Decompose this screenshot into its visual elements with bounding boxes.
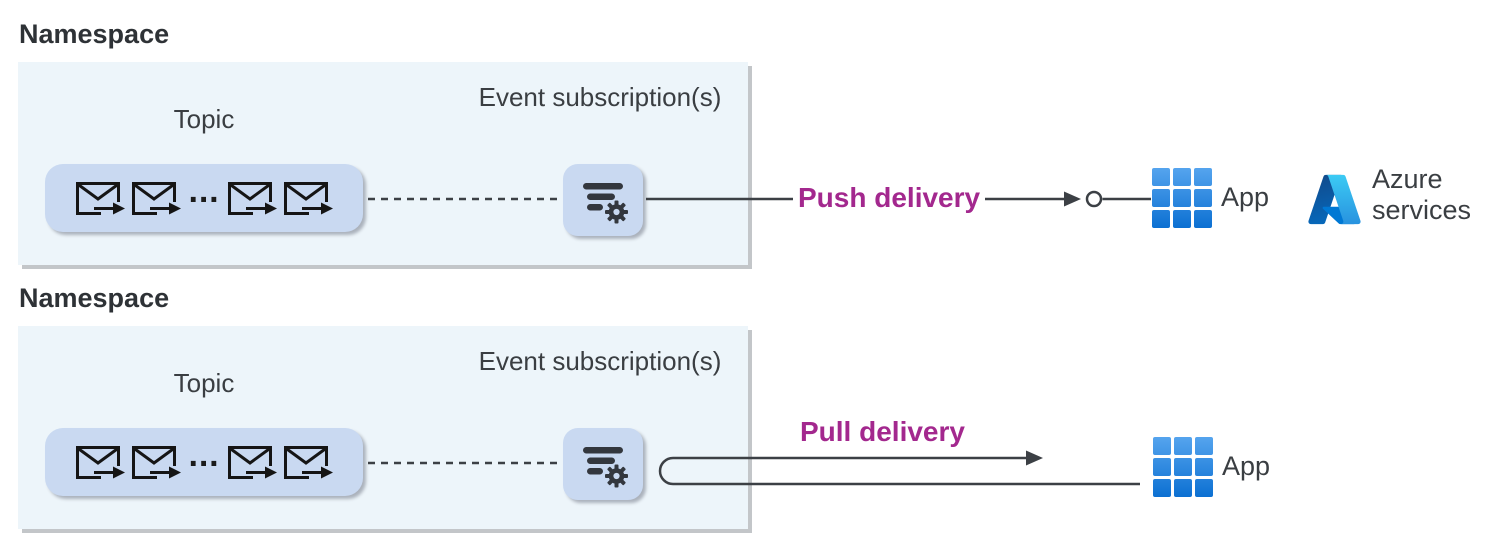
- filter-settings-icon: [563, 428, 643, 500]
- push-delivery-label: Push delivery: [798, 182, 981, 213]
- filter-settings-glyph: [583, 183, 628, 224]
- pull-arrowhead-icon: [1026, 450, 1043, 466]
- circle-endpoint-icon: [1085, 190, 1103, 208]
- namespace-box: Topic ··· Event subscription(s): [18, 326, 748, 529]
- envelope-arrow-icon: [282, 180, 334, 216]
- topic-pill: ···: [45, 164, 363, 232]
- topic-ellipsis: ···: [188, 181, 221, 219]
- azure-services-label: Azure services: [1372, 164, 1472, 225]
- push-arrowhead-icon: [1064, 191, 1081, 207]
- filter-settings-icon: [563, 164, 643, 236]
- azure-logo-icon: [1306, 171, 1363, 233]
- app-grid-icon: [1152, 168, 1212, 233]
- app-label: App: [1222, 451, 1271, 481]
- envelope-arrow-icon: [74, 444, 126, 480]
- event-subscription-label: Event subscription(s): [478, 346, 722, 376]
- event-subscription-label: Event subscription(s): [478, 82, 722, 112]
- pull-delivery-label: Pull delivery: [800, 416, 965, 447]
- topic-pill: ···: [45, 428, 363, 496]
- app-grid-icon: [1153, 437, 1213, 502]
- envelope-arrow-icon: [282, 444, 334, 480]
- envelope-arrow-icon: [130, 444, 182, 480]
- envelope-arrow-icon: [130, 180, 182, 216]
- namespace-box: Topic ··· Event subscription(s): [18, 62, 748, 265]
- envelope-arrow-icon: [226, 180, 278, 216]
- app-label: App: [1221, 182, 1270, 212]
- namespace-heading: Namespace: [19, 283, 170, 313]
- topic-label: Topic: [173, 368, 235, 398]
- topic-ellipsis: ···: [188, 445, 221, 483]
- namespace-heading: Namespace: [19, 19, 170, 49]
- filter-settings-glyph: [583, 447, 628, 488]
- envelope-arrow-icon: [226, 444, 278, 480]
- topic-label: Topic: [173, 104, 235, 134]
- envelope-arrow-icon: [74, 180, 126, 216]
